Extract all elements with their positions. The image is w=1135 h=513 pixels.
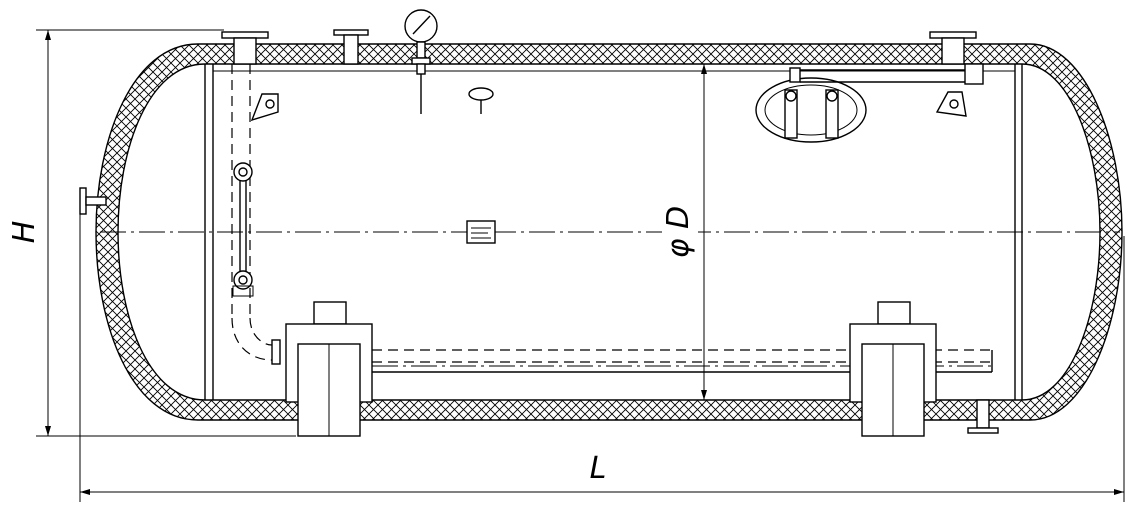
side-nozzle bbox=[79, 187, 107, 215]
dimension-length: L bbox=[79, 214, 1125, 502]
diameter-label: φ D bbox=[661, 206, 696, 258]
nozzle-small bbox=[333, 29, 369, 65]
level-gauge bbox=[231, 64, 281, 365]
lifting-lug-left bbox=[250, 93, 279, 122]
manhole bbox=[755, 63, 984, 143]
height-label: H bbox=[7, 221, 42, 244]
drain-nozzle bbox=[967, 399, 999, 434]
nameplate-icon bbox=[466, 220, 496, 244]
length-label: L bbox=[590, 451, 607, 486]
pressure-gauge-icon bbox=[404, 9, 438, 114]
saddle-support-left bbox=[285, 301, 373, 437]
nozzle-right bbox=[929, 31, 977, 65]
valve-knob-icon bbox=[468, 87, 494, 114]
dimension-diameter: φ D bbox=[661, 64, 707, 400]
lifting-lug-right bbox=[935, 91, 967, 117]
nozzle-left bbox=[221, 31, 269, 65]
saddle-support-right bbox=[849, 301, 937, 437]
dimension-height: H bbox=[7, 29, 296, 437]
